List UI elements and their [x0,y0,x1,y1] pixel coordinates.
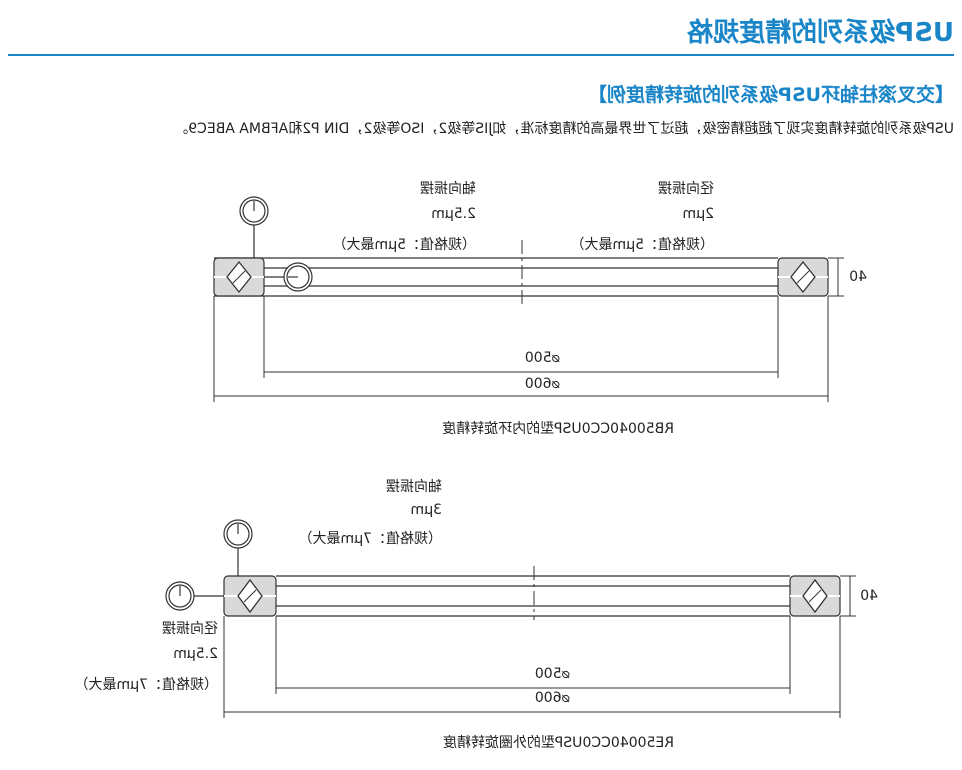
title-bar: USP级系列的精度规格 [8,12,954,56]
bearing-section-right [213,257,265,297]
bearing-drawing-outer [165,519,856,718]
figure-caption: RE50040CC0USP型的外圈旋转精度 [442,735,674,751]
figure-outer-ring: 轴向振摆 3μm （规格值：7μm最大） 径向振摆 2.5μm （规格值：7μm… [0,470,962,751]
bearing-body [276,575,790,617]
bearing-section-left [777,257,829,297]
height-dimension-label: 40 [860,588,878,604]
description: USP级系列的旋转精度实现了超超精密级，超过了世界最高的精度标准，如JIS等级2… [174,121,954,137]
outer-diameter-label: ⌀600 [534,690,570,706]
bearing-section-right [223,575,277,617]
figure-caption: RB50040CC0USP型的内环旋转精度 [442,421,674,437]
diameter-dimensions [223,616,841,718]
section-heading: 【交叉滚柱轴环USP级系列的旋转精度例】 [587,84,954,106]
page-title: USP级系列的精度规格 [687,18,954,48]
bearing-section-left [789,575,841,617]
dial-gauge-icon [165,581,224,611]
outer-diameter-label: ⌀600 [524,376,560,392]
figure-inner-ring: 轴向振摆 2.5μm （规格值：5μm最大） 径向振摆 2μm （规格值：5μm… [0,170,962,440]
inner-diameter-label: ⌀500 [534,666,570,682]
inner-diameter-label: ⌀500 [524,350,560,366]
dial-gauge-icon [223,519,253,576]
dial-gauge-icon [264,262,313,292]
height-dimension [840,575,856,617]
height-dimension [828,257,844,297]
height-dimension-label: 40 [849,269,867,285]
diameter-dimensions [213,296,829,402]
dial-gauge-icon [239,196,269,258]
bearing-drawing-inner [213,196,844,402]
title-rule [8,54,954,56]
